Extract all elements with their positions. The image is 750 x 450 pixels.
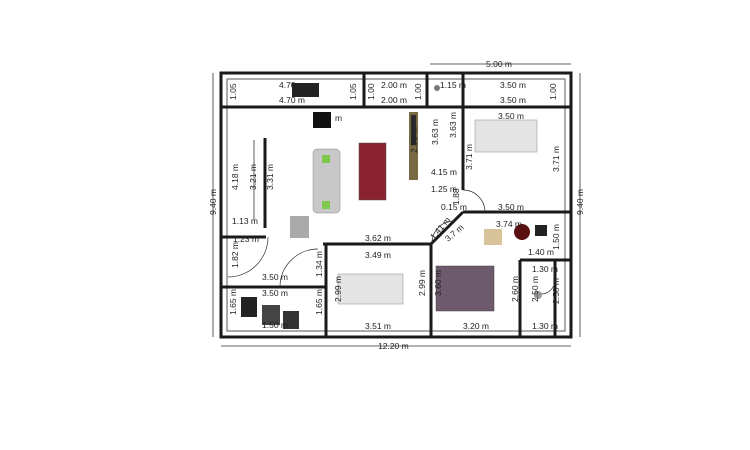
dimension-label: 12.20 m [378, 341, 409, 351]
dimension-label: 1.65 m [228, 289, 238, 315]
tv-icon [409, 112, 418, 180]
dimension-label: 3.63 m [430, 119, 440, 145]
dimension-label: 2.99 m [417, 270, 427, 296]
dimension-label: 2.50 m [551, 278, 561, 304]
dimension-label: 3.62 m [365, 233, 391, 243]
dimension-label: 1.30 m [532, 321, 558, 331]
dimension-label: 3.50 m [498, 202, 524, 212]
dimension-label: 1.40 m [528, 247, 554, 257]
nightstand-icon [535, 225, 547, 236]
rug-icon [358, 142, 387, 201]
dimension-label: 0.15 m [441, 202, 467, 212]
dimension-label: 1.50 m [262, 320, 288, 330]
dimension-label: 3.50 m [262, 288, 288, 298]
toilet-icon [534, 291, 542, 299]
bathroom-fixture-icon [262, 305, 280, 325]
bathroom-fixture-icon [283, 311, 299, 329]
dimension-label: 1.00 [548, 83, 558, 100]
dimension-label: 1.00 [413, 83, 423, 100]
tv-screen-icon [411, 115, 416, 145]
kitchen-unit-icon [313, 112, 331, 128]
dimension-label: 4.18 m [230, 164, 240, 190]
dimension-label: 1.50 m [551, 224, 561, 250]
exterior-wall [219, 71, 573, 339]
dimension-label: 1.15 m [440, 80, 466, 90]
dimension-label: 3.20 m [463, 321, 489, 331]
dimension-label: 5.00 m [486, 59, 512, 69]
dimension-label: 3.51 m [365, 321, 391, 331]
dimension-label: 3.31 m [265, 164, 275, 190]
dimension-label: 3.74 m [496, 219, 522, 229]
dimension-label: 1.34 m [314, 251, 324, 277]
dimension-label: 1.00 [366, 83, 376, 100]
dimension-label: 1.23 m [233, 234, 259, 244]
door-swing [431, 220, 455, 244]
dimension-label: 1.05 [348, 83, 358, 100]
dimension-label: 2.99 m [333, 276, 343, 302]
dimension-label: 3.50 m [498, 111, 524, 121]
dimension-label: 1.25 m [431, 184, 457, 194]
dimension-label: 1.05 [228, 83, 238, 100]
dimension-label: 3.49 m [365, 250, 391, 260]
dimension-label: 1.82 m [230, 242, 240, 268]
dimension-label: 2.53 m [409, 127, 419, 153]
dimension-label: 1.13 m [232, 216, 258, 226]
door-swing [227, 236, 269, 278]
dimension-label: 2.00 m [381, 95, 407, 105]
dimension-label: 2.60 m [510, 276, 520, 302]
dimension-label: 1.65 m [314, 289, 324, 315]
dimension-label: 3.60 m [433, 270, 443, 296]
door-swing [462, 189, 486, 213]
dimension-label: 4.15 m [431, 167, 457, 177]
armchair-icon [290, 216, 309, 238]
dimension-label: 3.71 m [464, 144, 474, 170]
interior-wall-line [226, 78, 566, 332]
desk-icon [484, 229, 502, 245]
bed-icon [474, 119, 538, 153]
dimension-label: 3.63 m [448, 112, 458, 138]
dimension-label: 4.70 m [279, 95, 305, 105]
dimension-label: 3.50 m [500, 80, 526, 90]
lamp-icon [434, 85, 440, 91]
dimension-label: 2.50 m [530, 276, 540, 302]
dimension-label: 3.50 m [500, 95, 526, 105]
dimension-label: 4.70 m [279, 80, 305, 90]
dimension-label: 3.21 m [248, 164, 258, 190]
cushion-icon [322, 155, 330, 163]
chair-icon [514, 224, 530, 240]
dimension-label: 9.40 m [208, 189, 218, 215]
door-swing [540, 279, 556, 295]
dimension-label: 3.50 m [262, 272, 288, 282]
bed-icon [337, 273, 404, 305]
bed-icon [435, 265, 495, 312]
dimension-label: 9.40 m [575, 189, 585, 215]
wardrobe-icon [292, 83, 319, 97]
dimension-labels: 5.00 m 12.20 m 9.40 m 9.40 m 4.70 m 4.70… [208, 59, 585, 351]
bathroom-fixture-icon [241, 297, 257, 317]
door-swing [279, 248, 319, 288]
sofa-icon [312, 148, 341, 214]
dimension-label: 2.00 m [381, 80, 407, 90]
cushion-icon [322, 201, 330, 209]
dimension-label: 1.88 [451, 188, 461, 205]
dimension-label: 1.30 m [532, 264, 558, 274]
dimension-label: m [335, 113, 342, 123]
dimension-label: 3.71 m [551, 146, 561, 172]
wall [429, 210, 465, 246]
